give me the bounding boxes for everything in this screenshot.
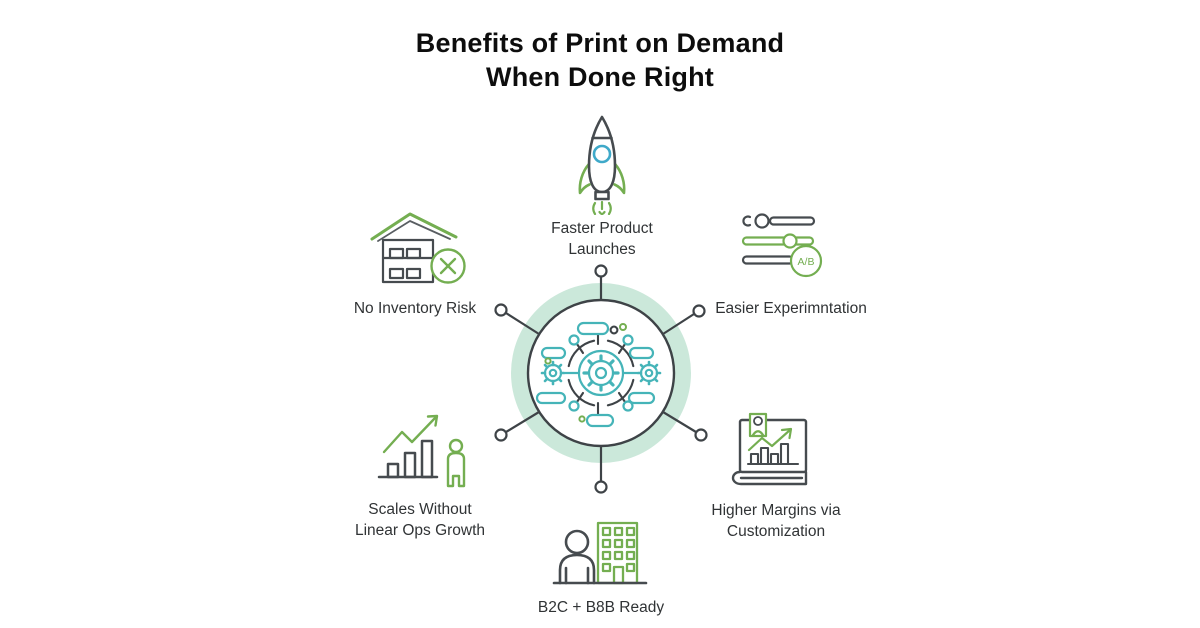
person [552,529,648,585]
book-bars [746,442,800,466]
rocket-icon [578,115,626,215]
slider-row-2 [741,233,815,249]
book-person-badge [748,412,768,438]
automation-gears-hub-icon [535,321,662,428]
spoke-node-bottom-left [494,428,508,442]
spoke-node-top-left [494,303,508,317]
slider-row-1 [742,213,816,229]
rocket-body [587,115,617,201]
hub-circle [526,298,676,448]
hub-spokes [494,264,708,494]
page-title-line2: When Done Right [486,61,714,92]
hub-icon-green-dots [544,323,627,423]
page-title: Benefits of Print on Demand When Done Ri… [416,27,784,94]
rocket-fins [578,162,626,195]
spoke-node-top [594,264,608,278]
label-faster-product-launches: Faster Product Launches [551,220,653,258]
building [596,521,639,585]
growth-chart-person-icon [377,414,466,488]
warehouse-roof [370,212,458,241]
right-gear [636,360,662,386]
rocket-flame [592,200,612,215]
spoke-top-right [662,313,695,335]
slider-row-3: A/B [741,244,823,278]
book-cover [731,418,808,486]
person-building-icon [552,521,648,585]
label-b2c-b2b-ready: B2C + B8B Ready [537,599,665,616]
spoke-top-left [505,312,540,335]
scale-person [446,438,466,488]
book-chart-icon [731,412,808,486]
hub-icon-teal [535,321,662,428]
label-no-inventory-risk: No Inventory Risk [353,300,477,317]
spoke-node-top-right [692,304,706,318]
page-title-line1: Benefits of Print on Demand [415,28,785,58]
left-gear [540,360,566,386]
label-easier-experimentation: Easier Experimntation [715,300,867,317]
spoke-node-bottom-right [694,428,708,442]
spoke-bottom-right [662,411,697,433]
spoke-bottom-left [505,411,540,433]
rocket-window [592,144,612,164]
book-growth-arrow [747,427,793,452]
hub-diagram [494,264,708,494]
hub-icon-arcs [567,325,635,417]
label-scales-without-linear-ops: Scales Without Linear Ops Growth [354,501,486,539]
warehouse-cross-icon [370,212,466,284]
warehouse-body [381,238,435,284]
spoke-node-bottom [594,480,608,494]
ab-test-sliders-icon: A/B [741,213,823,278]
ab-badge-label: A/B [798,256,815,268]
ab-badge-circle [789,244,823,278]
label-higher-margins: Higher Margins via Customization [711,502,841,540]
scale-growth-arrow [382,414,439,454]
no-inventory-cross [430,248,466,284]
warehouse-roof-inner [377,220,451,242]
scale-bars [377,439,439,479]
